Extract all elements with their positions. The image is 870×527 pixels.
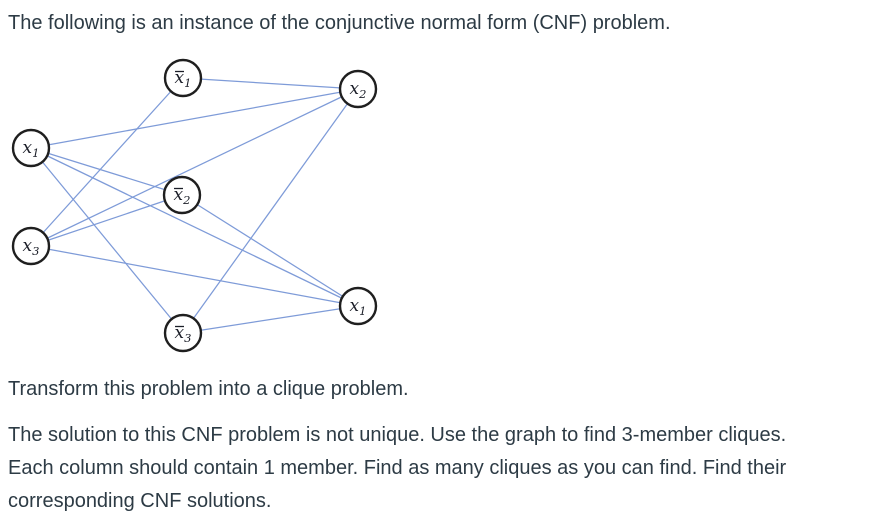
graph-edge-x1L-x1R [30,147,359,307]
node-circle [11,226,51,266]
cnf-graph: x1 x2 x1 x2 x3 x1 x3 [11,58,378,353]
graph-edge-x1L-x2 [30,88,359,149]
graph-edge-x3-xbar2 [30,194,183,247]
graph-edge-xbar3-x2 [182,88,359,334]
graph-edge-xbar1-x2 [182,77,359,90]
node-label: x2 [350,79,367,101]
node-label: x2 [174,185,191,207]
node-circle [338,286,378,326]
transform-instruction-text: Transform this problem into a clique pro… [8,378,409,400]
node-label: x3 [23,236,40,258]
graph-edge-xbar2-x1R [181,194,359,307]
solution-instruction-line-2: Each column should contain 1 member. Fin… [8,457,787,479]
solution-instruction-text: The solution to this CNF problem is not … [8,419,868,518]
graph-node-x1-left: x1 [11,128,51,168]
node-label: x1 [23,138,40,160]
graph-edge-xbar3-x1R [182,305,359,334]
node-label: x3 [175,323,192,345]
node-circle [162,175,202,215]
node-circle [338,69,378,109]
graph-node-x3: x3 [11,226,51,266]
solution-instruction-line-1: The solution to this CNF problem is not … [8,424,787,446]
graph-node-not-x2: x2 [162,175,202,215]
node-circle [163,313,203,353]
graph-edge-x3-x1R [30,245,359,307]
cnf-graph-container: x1 x2 x1 x2 x3 x1 x3 [0,55,420,367]
graph-node-x2: x2 [338,69,378,109]
node-circle [163,58,203,98]
graph-node-not-x3: x3 [163,313,203,353]
node-label: x1 [350,296,367,318]
node-label: x1 [175,68,192,90]
graph-node-not-x1: x1 [163,58,203,98]
graph-node-x1-right: x1 [338,286,378,326]
node-circle [11,128,51,168]
graph-edge-x3-x2 [30,88,359,247]
graph-edge-x1L-xbar3 [30,147,184,334]
intro-text: The following is an instance of the conj… [8,12,671,34]
solution-instruction-line-3: corresponding CNF solutions. [8,490,272,512]
graph-edge-xbar1-x3 [30,77,184,247]
graph-edge-x1L-xbar2 [30,147,183,196]
